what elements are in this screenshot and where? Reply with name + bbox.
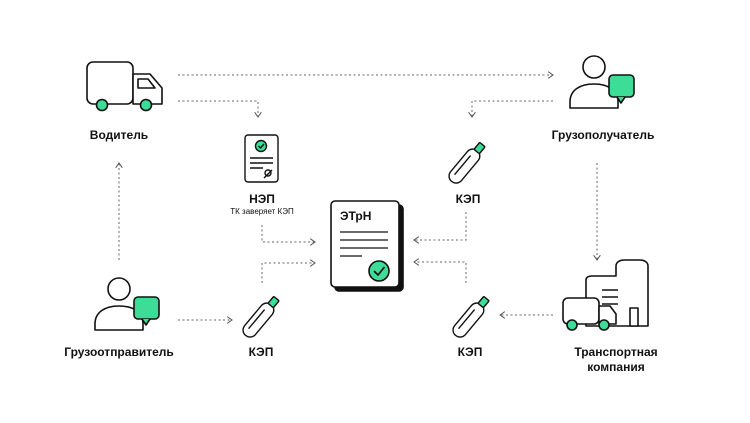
etrn-document: ЭТрН xyxy=(330,200,404,292)
truck-icon xyxy=(86,61,163,112)
kep-label-bottom-left: КЭП xyxy=(248,345,274,359)
arrow-kep-br-to-doc xyxy=(414,262,467,283)
carrier-label-line2: компания xyxy=(587,360,645,374)
arrow-nep-to-doc xyxy=(261,225,315,242)
usb-key-icon-bottom-left xyxy=(242,296,280,338)
usb-key-icon-top-right xyxy=(448,142,486,184)
arrow-driver-to-nep xyxy=(178,100,258,117)
certificate-icon xyxy=(244,134,279,183)
kep-label-bottom-right: КЭП xyxy=(457,345,483,359)
consignee-label: Грузополучатель xyxy=(551,128,655,142)
kep-label-top-right: КЭП xyxy=(455,192,481,206)
shipper-label: Грузоотправитель xyxy=(64,345,174,359)
usb-key-icon-bottom-right xyxy=(452,296,490,338)
nep-label: НЭП xyxy=(249,192,275,206)
arrow-kep-bl-to-doc xyxy=(261,263,315,283)
company-building-icon xyxy=(562,259,649,331)
arrow-kep-tr-to-doc xyxy=(414,212,467,240)
person-icon-shipper xyxy=(94,277,160,331)
arrow-consignee-to-kep xyxy=(472,100,553,117)
carrier-label-line1: Транспортная xyxy=(574,345,658,359)
person-icon-consignee xyxy=(569,55,635,109)
driver-label: Водитель xyxy=(89,128,149,142)
carrier-label: Транспортная компания xyxy=(574,345,657,375)
document-title: ЭТрН xyxy=(340,209,371,223)
nep-caption: ТК заверяет КЭП xyxy=(230,207,294,216)
